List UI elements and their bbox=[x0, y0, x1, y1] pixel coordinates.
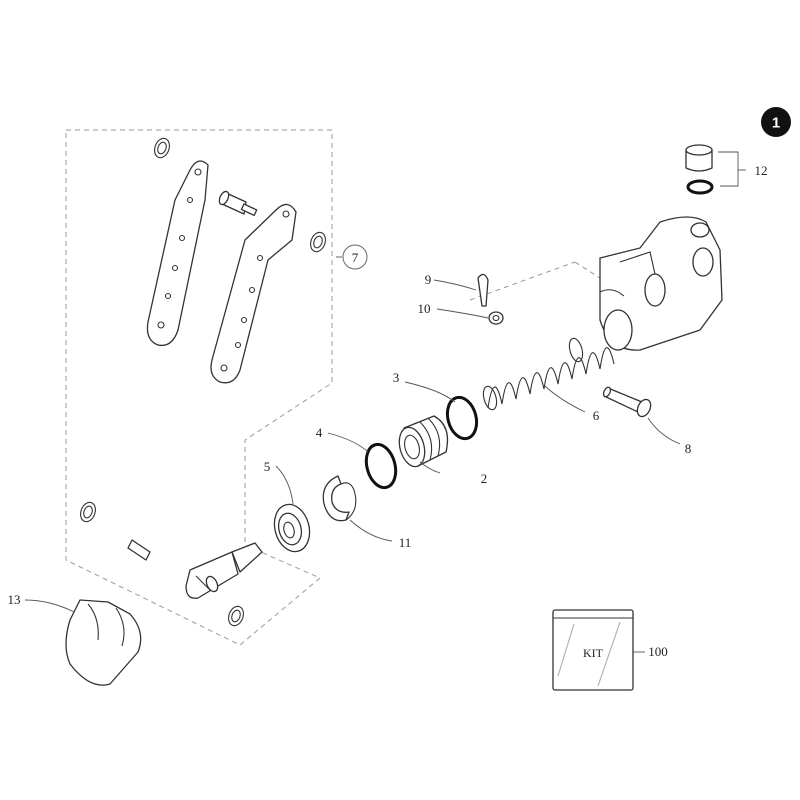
figure-number-badge: 1 bbox=[761, 107, 791, 137]
leader-lines bbox=[24, 256, 681, 653]
callout-9: 9 bbox=[425, 272, 432, 287]
seal-part-5 bbox=[273, 503, 311, 553]
spring-clip-right bbox=[310, 231, 326, 253]
clevis-push-rod bbox=[185, 542, 263, 599]
assembly-outline-dashed bbox=[65, 129, 601, 646]
callout-6: 6 bbox=[593, 408, 600, 423]
cylinder-housing bbox=[599, 216, 723, 351]
o-ring-part-12 bbox=[686, 179, 714, 195]
callout-13: 13 bbox=[8, 592, 21, 607]
spring-clip-bottom bbox=[228, 605, 244, 627]
kit-bag-part-100: KIT bbox=[552, 609, 634, 691]
pin-part-8 bbox=[602, 386, 652, 418]
kit-label: KIT bbox=[583, 646, 604, 660]
callout-8: 8 bbox=[685, 441, 692, 456]
callout-2: 2 bbox=[481, 471, 488, 486]
boot-cover-part-13 bbox=[65, 599, 142, 686]
small-pin-lower bbox=[127, 539, 151, 561]
o-ring-part-3 bbox=[445, 395, 479, 441]
callout-3: 3 bbox=[393, 370, 400, 385]
plug-part-12 bbox=[685, 144, 713, 172]
callout-11: 11 bbox=[399, 535, 412, 550]
callout-12: 12 bbox=[755, 163, 768, 178]
spring-clip-left bbox=[80, 501, 96, 523]
split-pin-part-9 bbox=[477, 273, 489, 307]
figure-number: 1 bbox=[772, 115, 780, 132]
linkage-plate-right bbox=[210, 203, 297, 384]
callout-7: 7 bbox=[352, 250, 359, 265]
circlip-part-11 bbox=[322, 475, 357, 522]
spring-clip-top bbox=[154, 137, 170, 159]
bracket-part-12 bbox=[718, 151, 746, 187]
callout-10: 10 bbox=[418, 301, 431, 316]
piston-part-2 bbox=[398, 415, 449, 468]
pivot-pin-top bbox=[218, 190, 258, 217]
linkage-plate-left bbox=[146, 160, 209, 347]
spring-part-6 bbox=[482, 337, 615, 411]
callout-4: 4 bbox=[316, 425, 323, 440]
o-ring-part-4 bbox=[364, 442, 398, 490]
washer-part-10 bbox=[488, 311, 504, 325]
callout-5: 5 bbox=[264, 459, 271, 474]
callout-100: 100 bbox=[648, 644, 668, 659]
callout-7-circle: 7 bbox=[342, 244, 368, 270]
callouts: 2 3 4 5 6 7 8 9 10 11 12 13 100 bbox=[8, 163, 768, 659]
